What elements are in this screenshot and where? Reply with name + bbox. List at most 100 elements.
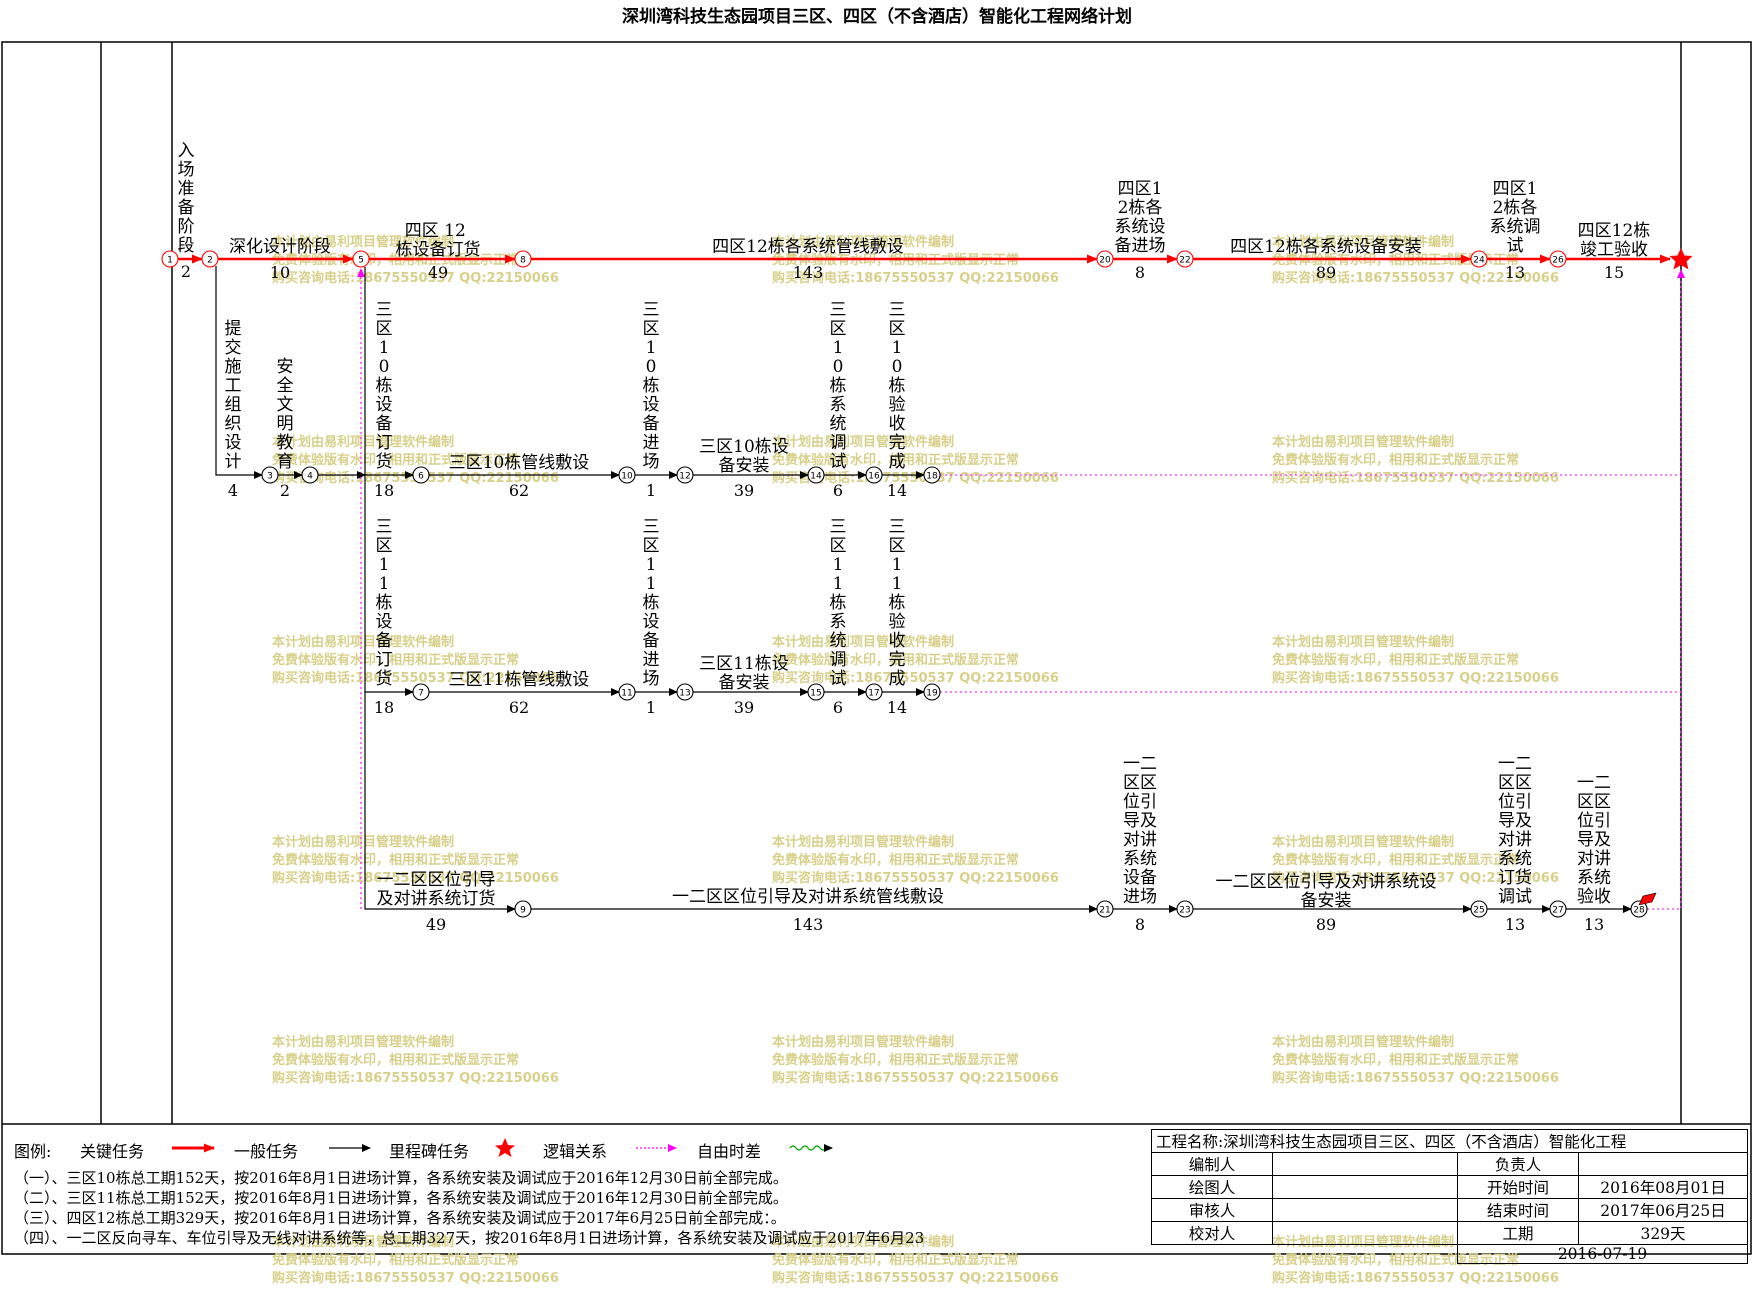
event-node-number: 23 xyxy=(1179,906,1190,916)
drawer-value xyxy=(1272,1175,1458,1199)
watermark-text: 购买咨询电话:18675550537 QQ:22150066 xyxy=(772,270,1059,286)
event-node xyxy=(1470,250,1488,268)
task-duration: 8 xyxy=(1135,915,1145,934)
watermark-text: 本计划由易利项目管理软件编制 xyxy=(272,1234,454,1250)
watermark-text: 本计划由易利项目管理软件编制 xyxy=(272,634,454,650)
task-label-vertical: 安全文明教育 xyxy=(277,357,294,472)
watermark-text: 免费体验版有水印，相用和正式版显示正常 xyxy=(272,452,519,468)
task-duration: 143 xyxy=(793,263,824,282)
watermark-text: 免费体验版有水印，相用和正式版显示正常 xyxy=(272,852,519,868)
editor-label: 编制人 xyxy=(1151,1152,1273,1176)
project-name-cell: 工程名称:深圳湾科技生态园项目三区、四区（不含酒店）智能化工程 xyxy=(1151,1129,1748,1153)
task-label: 一二区区位引导及对讲系统设备安装 xyxy=(1216,872,1437,911)
task-label: 四区 12 栋设备订货 xyxy=(396,221,481,260)
milestone-star-icon xyxy=(1669,248,1693,270)
watermark-text: 本计划由易利项目管理软件编制 xyxy=(772,834,954,850)
event-node-number: 9 xyxy=(520,906,526,916)
watermark-text: 本计划由易利项目管理软件编制 xyxy=(772,1034,954,1050)
watermark-text: 免费体验版有水印，相用和正式版显示正常 xyxy=(1272,452,1519,468)
watermark-text: 免费体验版有水印，相用和正式版显示正常 xyxy=(772,1052,1019,1068)
watermark-text: 购买咨询电话:18675550537 QQ:22150066 xyxy=(1272,1270,1559,1286)
event-node xyxy=(352,250,370,268)
watermark-text: 免费体验版有水印，相用和正式版显示正常 xyxy=(272,1052,519,1068)
event-node xyxy=(865,466,883,484)
note-4: （四）、一二区反向寻车、车位引导及无线对讲系统等，总工期327天，按2016年8… xyxy=(14,1229,925,1247)
event-node xyxy=(1096,900,1114,918)
event-node xyxy=(923,466,941,484)
task-label: 深化设计阶段 xyxy=(229,237,331,257)
watermark-text: 本计划由易利项目管理软件编制 xyxy=(772,434,954,450)
event-node xyxy=(514,900,532,918)
event-node-number: 27 xyxy=(1552,906,1563,916)
watermark-text: 免费体验版有水印，相用和正式版显示正常 xyxy=(1272,852,1519,868)
event-node-number: 12 xyxy=(679,472,690,482)
task-label-vertical: 一二区区位引导及对讲系统订货调试 xyxy=(1498,754,1532,907)
task-duration: 18 xyxy=(374,698,394,717)
task-duration: 14 xyxy=(887,698,907,717)
watermark-text: 购买咨询电话:18675550537 QQ:22150066 xyxy=(1272,670,1559,686)
watermark-text: 本计划由易利项目管理软件编制 xyxy=(772,634,954,650)
watermark-text: 免费体验版有水印，相用和正式版显示正常 xyxy=(772,852,1019,868)
watermark-text: 购买咨询电话:18675550537 QQ:22150066 xyxy=(1272,1070,1559,1086)
event-node-number: 21 xyxy=(1099,906,1110,916)
event-node xyxy=(1096,250,1114,268)
checker-label: 校对人 xyxy=(1151,1221,1273,1245)
watermark-text: 购买咨询电话:18675550537 QQ:22150066 xyxy=(272,870,559,886)
task-duration: 10 xyxy=(270,263,290,282)
watermark-text: 免费体验版有水印，相用和正式版显示正常 xyxy=(772,452,1019,468)
note-3: （三）、四区12栋总工期329天，按2016年8月1日进场计算，各系统安装及调试… xyxy=(14,1209,786,1227)
task-duration: 18 xyxy=(374,481,394,500)
task-duration: 2 xyxy=(181,262,191,281)
legend-milestone-label: 里程碑任务 xyxy=(389,1142,470,1161)
leader-label: 负责人 xyxy=(1457,1152,1579,1176)
event-node-number: 8 xyxy=(520,256,526,266)
event-node-number: 6 xyxy=(418,472,424,482)
task-duration: 49 xyxy=(428,263,448,282)
task-duration: 6 xyxy=(833,481,843,500)
watermark-layer: 本计划由易利项目管理软件编制免费体验版有水印，相用和正式版显示正常购买咨询电话:… xyxy=(272,234,1559,1286)
task-duration: 14 xyxy=(887,481,907,500)
legend-star-icon xyxy=(495,1138,515,1157)
event-node-number: 24 xyxy=(1473,256,1485,266)
date-cell: 2016-07-19 xyxy=(1457,1244,1748,1264)
event-node-number: 14 xyxy=(810,472,822,482)
watermark-text: 免费体验版有水印，相用和正式版显示正常 xyxy=(272,652,519,668)
task-duration: 1 xyxy=(646,481,656,500)
watermark-text: 购买咨询电话:18675550537 QQ:22150066 xyxy=(772,1070,1059,1086)
event-node xyxy=(412,466,430,484)
task-duration: 6 xyxy=(833,698,843,717)
watermark-text: 购买咨询电话:18675550537 QQ:22150066 xyxy=(272,1070,559,1086)
event-node-number: 1 xyxy=(167,256,173,266)
leader-value xyxy=(1578,1152,1748,1176)
event-node-number: 18 xyxy=(926,472,938,482)
watermark-text: 购买咨询电话:18675550537 QQ:22150066 xyxy=(1272,270,1559,286)
event-node-number: 19 xyxy=(926,689,938,699)
task-duration: 143 xyxy=(793,915,824,934)
watermark-text: 本计划由易利项目管理软件编制 xyxy=(1272,1034,1454,1050)
watermark-text: 购买咨询电话:18675550537 QQ:22150066 xyxy=(272,1270,559,1286)
task-duration: 4 xyxy=(228,481,238,500)
task-duration: 2 xyxy=(280,481,290,500)
logic-links xyxy=(357,268,1685,910)
event-node xyxy=(1630,900,1648,918)
event-node xyxy=(201,250,219,268)
event-node-number: 3 xyxy=(267,472,273,482)
watermark-text: 购买咨询电话:18675550537 QQ:22150066 xyxy=(1272,470,1559,486)
event-node-number: 4 xyxy=(307,472,313,482)
event-node xyxy=(618,683,636,701)
watermark-text: 购买咨询电话:18675550537 QQ:22150066 xyxy=(772,1270,1059,1286)
task-label: 一二区区位引导及对讲系统订货 xyxy=(377,870,496,909)
reviewer-label: 审核人 xyxy=(1151,1198,1273,1222)
event-node-number: 2 xyxy=(207,256,213,266)
reviewer-value xyxy=(1272,1198,1458,1222)
watermark-text: 免费体验版有水印，相用和正式版显示正常 xyxy=(272,1252,519,1268)
task-duration: 49 xyxy=(426,915,446,934)
task-duration: 89 xyxy=(1316,915,1336,934)
task-label-vertical: 一二区区位引导及对讲系统设备进场 xyxy=(1123,754,1157,907)
editor-value xyxy=(1272,1152,1458,1176)
